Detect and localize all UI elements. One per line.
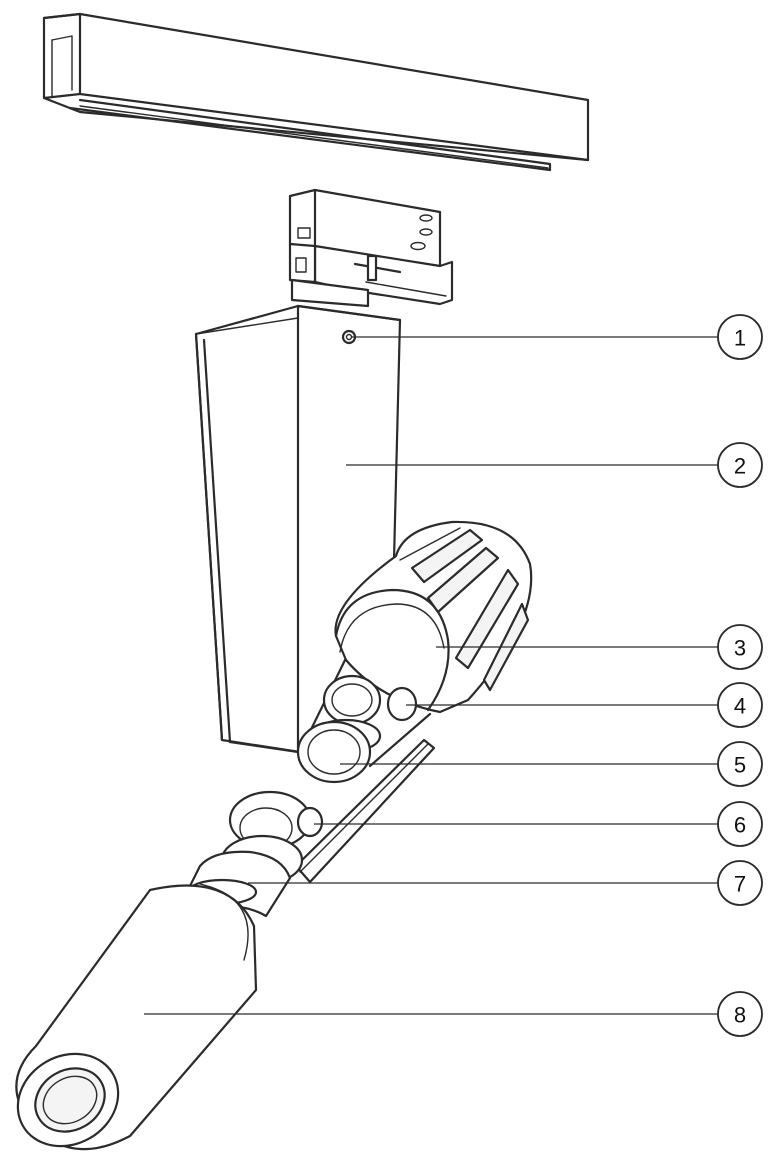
- track-adapter: [288, 188, 454, 308]
- callout-6-number: 6: [734, 813, 746, 838]
- track-rail: [42, 12, 590, 172]
- callout-7-number: 7: [734, 872, 746, 897]
- callout-2: 2: [717, 442, 763, 488]
- callout-6: 6: [717, 801, 763, 847]
- inner-module: [296, 674, 432, 784]
- callout-8-number: 8: [734, 1003, 746, 1028]
- pivot-bracket: [294, 738, 436, 884]
- callout-4: 4: [717, 682, 763, 728]
- callout-5: 5: [717, 741, 763, 787]
- lamp-head: [15, 883, 258, 1151]
- callout-7: 7: [717, 860, 763, 906]
- callout-3: 3: [717, 624, 763, 670]
- callout-1-number: 1: [734, 326, 746, 351]
- callout-8: 8: [717, 991, 763, 1037]
- callout-3-number: 3: [734, 636, 746, 661]
- callout-4-number: 4: [734, 694, 746, 719]
- leader-lines: [144, 336, 718, 1015]
- callout-2-number: 2: [734, 454, 746, 479]
- callout-1: 1: [717, 314, 763, 360]
- callout-5-number: 5: [734, 753, 746, 778]
